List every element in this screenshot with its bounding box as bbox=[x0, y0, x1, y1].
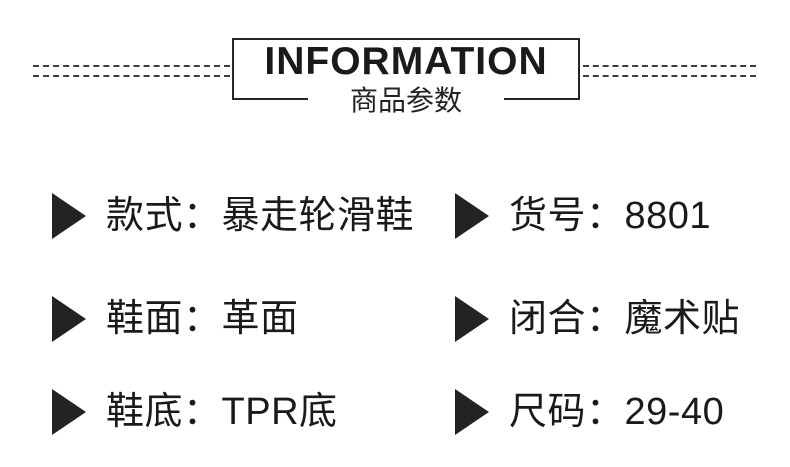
spec-label: 闭合： bbox=[509, 298, 625, 340]
spec-label: 款式： bbox=[106, 195, 222, 237]
spec-item-upper-material: 鞋面：革面 bbox=[52, 295, 299, 343]
spec-label: 鞋面： bbox=[106, 298, 222, 340]
triangle-bullet-icon bbox=[455, 296, 489, 342]
dashed-rule-right bbox=[583, 65, 756, 77]
spec-item-item-number: 货号：8801 bbox=[455, 192, 711, 240]
spec-text: 货号：8801 bbox=[509, 192, 711, 240]
spec-text: 闭合：魔术贴 bbox=[509, 295, 740, 343]
spec-text: 款式：暴走轮滑鞋 bbox=[106, 192, 414, 240]
spec-value: 8801 bbox=[624, 195, 712, 237]
triangle-bullet-icon bbox=[455, 193, 489, 239]
page-title: INFORMATION bbox=[264, 40, 548, 83]
triangle-bullet-icon bbox=[52, 389, 86, 435]
spec-item-closure: 闭合：魔术贴 bbox=[455, 295, 740, 343]
spec-label: 货号： bbox=[509, 195, 625, 237]
spec-text: 尺码：29-40 bbox=[509, 388, 724, 436]
spec-value: 革面 bbox=[221, 298, 299, 340]
spec-item-sole: 鞋底：TPR底 bbox=[52, 388, 338, 436]
spec-label: 鞋底： bbox=[106, 391, 222, 433]
spec-item-size-range: 尺码：29-40 bbox=[455, 388, 724, 436]
spec-text: 鞋底：TPR底 bbox=[106, 388, 338, 436]
triangle-bullet-icon bbox=[52, 193, 86, 239]
spec-value: 暴走轮滑鞋 bbox=[221, 195, 415, 237]
spec-value: 魔术贴 bbox=[624, 298, 741, 340]
triangle-bullet-icon bbox=[52, 296, 86, 342]
page-subtitle: 商品参数 bbox=[307, 86, 504, 116]
dashed-rule-left bbox=[33, 65, 230, 77]
spec-text: 鞋面：革面 bbox=[106, 295, 299, 343]
spec-label: 尺码： bbox=[509, 391, 625, 433]
spec-value: TPR底 bbox=[221, 391, 338, 433]
page-subtitle-wrap: 商品参数 bbox=[232, 86, 580, 116]
spec-value: 29-40 bbox=[624, 391, 725, 433]
triangle-bullet-icon bbox=[455, 389, 489, 435]
spec-item-style: 款式：暴走轮滑鞋 bbox=[52, 192, 414, 240]
